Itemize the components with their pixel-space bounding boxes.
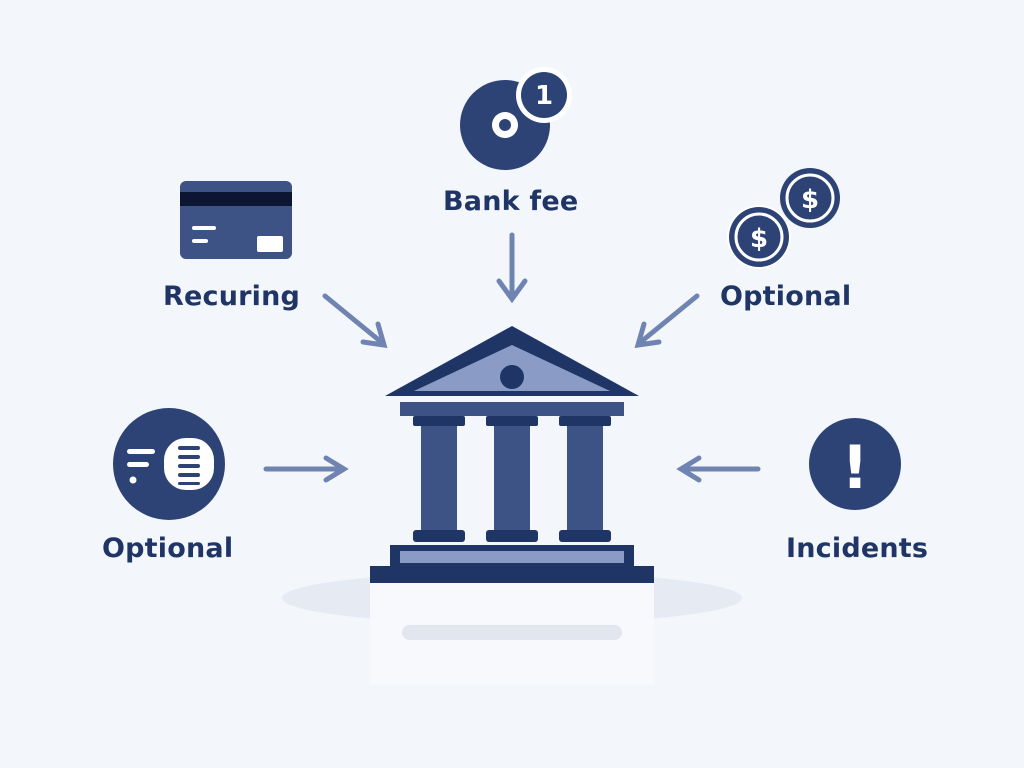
count-badge-icon: 1 (516, 67, 572, 123)
arrow-from-recurring (322, 293, 388, 349)
arrow-from-optional-right (634, 293, 700, 349)
statement-icon (113, 408, 225, 520)
pedestal-plaque (402, 625, 622, 640)
count-badge-text: 1 (535, 81, 553, 111)
exclamation-text: ! (841, 433, 868, 503)
label-optional-right: Optional (720, 281, 852, 312)
label-incidents: Incidents (786, 533, 929, 564)
alert-icon: ! (809, 418, 901, 510)
label-bank-fee: Bank fee (443, 186, 579, 217)
coins-icon: $ $ (727, 168, 840, 269)
dollar-sign-text: $ (801, 185, 819, 215)
label-recurring: Recuring (163, 281, 301, 312)
bank-building-icon (370, 326, 654, 583)
arrow-from-bank-fee (496, 232, 528, 304)
arrow-from-optional-left (263, 455, 349, 483)
dollar-sign-text: $ (750, 224, 768, 254)
pedestal (370, 583, 654, 685)
label-optional-left: Optional (102, 533, 234, 564)
credit-card-icon (180, 181, 292, 259)
arrow-from-incidents (676, 455, 761, 483)
